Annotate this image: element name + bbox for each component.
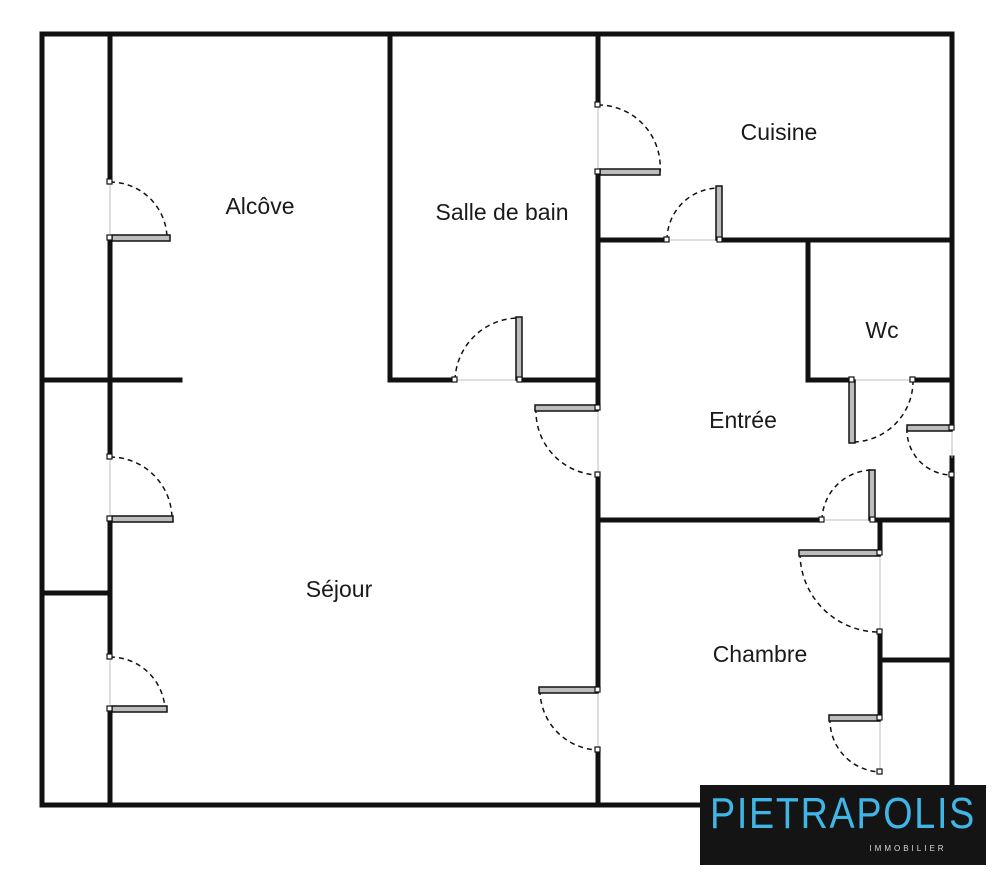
brand-name: PIETRAPOLIS bbox=[710, 789, 976, 838]
brand-tagline: IMMOBILIER bbox=[869, 844, 946, 853]
brand-logo: PIETRAPOLIS IMMOBILIER bbox=[700, 785, 986, 865]
door bbox=[534, 404, 601, 478]
room-labels: Alcôve Salle de bain Cuisine Wc Entrée S… bbox=[225, 119, 898, 667]
room-label-wc: Wc bbox=[865, 317, 898, 343]
door bbox=[848, 376, 916, 444]
door bbox=[106, 653, 168, 713]
brand-background bbox=[700, 785, 986, 865]
door bbox=[538, 686, 601, 753]
door bbox=[818, 469, 876, 523]
doors bbox=[106, 101, 955, 775]
room-label-alcove: Alcôve bbox=[225, 193, 294, 219]
walls bbox=[39, 31, 955, 808]
door bbox=[663, 185, 723, 243]
room-label-cuisine: Cuisine bbox=[741, 119, 818, 145]
room-label-entree: Entrée bbox=[709, 407, 777, 433]
door bbox=[106, 178, 171, 242]
door bbox=[798, 549, 883, 635]
room-label-chambre: Chambre bbox=[713, 641, 808, 667]
door bbox=[106, 453, 174, 523]
room-label-sejour: Séjour bbox=[306, 576, 373, 602]
door bbox=[828, 714, 883, 775]
door bbox=[451, 316, 523, 383]
door bbox=[906, 424, 955, 478]
door bbox=[594, 101, 661, 176]
room-label-salle-de-bain: Salle de bain bbox=[436, 199, 569, 225]
